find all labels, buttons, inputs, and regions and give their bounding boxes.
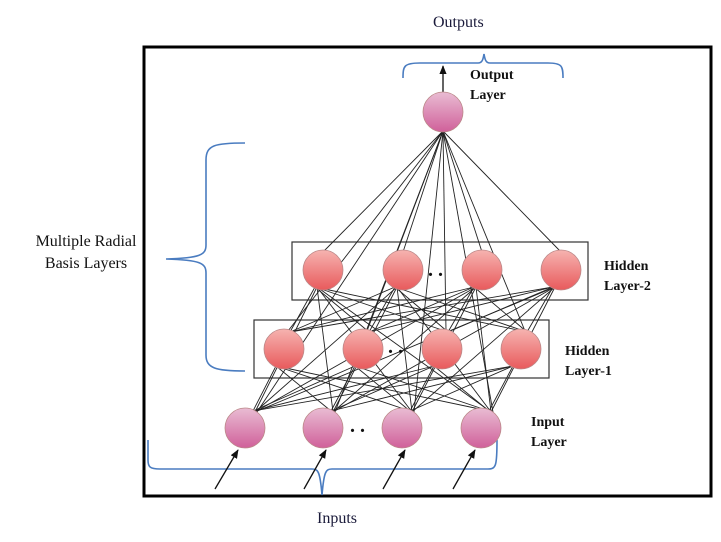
input-layer-line-1: Input xyxy=(531,413,567,433)
hidden-layer-1-ellipsis: . . xyxy=(388,336,403,358)
hidden-layer-1-line-1: Hidden xyxy=(565,342,612,362)
multiple-radial-line-2: Basis Layers xyxy=(10,253,162,275)
output-layer-line-1: Output xyxy=(470,66,514,86)
hidden-layer-2-line-1: Hidden xyxy=(604,257,651,277)
output-layer-line-2: Layer xyxy=(470,86,514,106)
edge-output-hidden2 xyxy=(443,131,561,252)
hidden-layer-1-node xyxy=(264,329,304,369)
hidden-layer-1-node xyxy=(422,329,462,369)
hidden-layer-1-node xyxy=(343,329,383,369)
edge-hidden2-hidden1 xyxy=(290,287,553,332)
hidden-layer-2-line-2: Layer-2 xyxy=(604,277,651,297)
hidden-layer-1-label: Hidden Layer-1 xyxy=(565,342,612,382)
hidden-layer-1-node xyxy=(501,329,541,369)
input-node xyxy=(461,408,501,448)
input-node xyxy=(382,408,422,448)
hidden-layer-2-node xyxy=(462,250,502,290)
output-layer-label: Output Layer xyxy=(470,66,514,106)
hidden-layer-2-ellipsis: . . xyxy=(428,259,443,281)
input-layer-line-2: Layer xyxy=(531,433,567,453)
hidden-layer-2-node xyxy=(303,250,343,290)
edge-input-hidden2 xyxy=(476,287,491,412)
inputs-label: Inputs xyxy=(317,509,357,529)
edge-hidden1-input xyxy=(253,366,513,411)
input-node xyxy=(225,408,265,448)
output-node xyxy=(423,92,463,132)
hidden-layer-2-label: Hidden Layer-2 xyxy=(604,257,651,297)
input-layer-label: Input Layer xyxy=(531,413,567,453)
edge-output-hidden2 xyxy=(443,131,482,252)
outputs-label: Outputs xyxy=(433,13,484,33)
hidden-layer-1-line-2: Layer-1 xyxy=(565,362,612,382)
hidden-layer-2-node xyxy=(383,250,423,290)
input-node xyxy=(303,408,343,448)
edge-hidden2-hidden1 xyxy=(369,287,553,332)
edge-output-hidden1 xyxy=(443,131,446,331)
hidden-layer-2-node xyxy=(541,250,581,290)
edge-hidden1-input xyxy=(489,366,513,411)
edge-output-hidden1 xyxy=(288,131,443,331)
edge-output-hidden2 xyxy=(323,131,443,252)
input-layer-ellipsis: . . xyxy=(350,415,365,437)
edge-output-hidden1 xyxy=(443,131,525,331)
multiple-radial-label: Multiple Radial Basis Layers xyxy=(10,231,162,275)
edge-hidden2-hidden1 xyxy=(290,287,315,332)
radial-layers-brace xyxy=(166,143,245,371)
multiple-radial-line-1: Multiple Radial xyxy=(10,231,162,253)
